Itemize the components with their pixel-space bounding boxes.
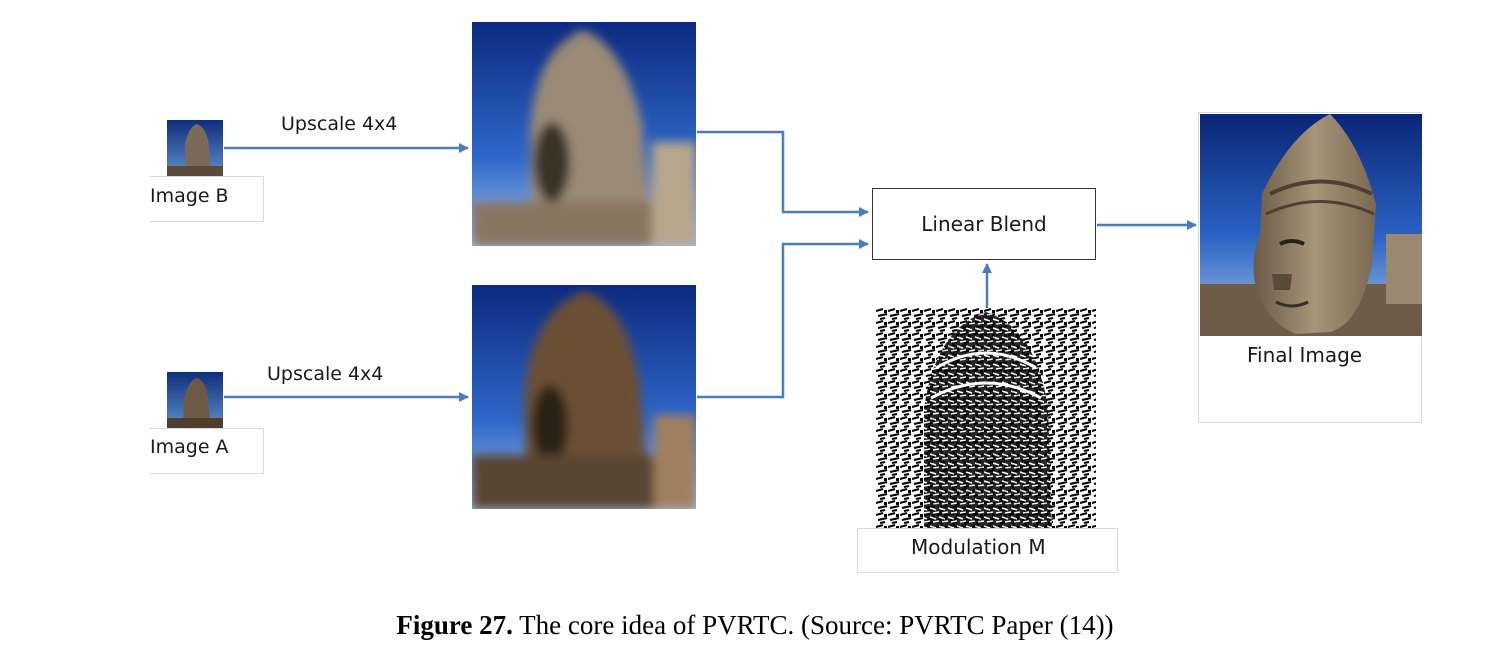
upscale-a-label: Upscale 4x4 <box>267 363 384 385</box>
upscale-b-label: Upscale 4x4 <box>281 113 398 135</box>
image-b-label-box <box>150 176 264 222</box>
final-image-label: Final Image <box>1247 343 1363 367</box>
figure-caption: Figure 27. The core idea of PVRTC. (Sour… <box>0 610 1510 641</box>
modulation-image <box>876 308 1096 528</box>
linear-blend-label: Linear Blend <box>921 212 1047 236</box>
image-a-thumbnail <box>167 372 223 428</box>
image-a-label-box <box>150 428 264 474</box>
final-image <box>1200 114 1422 336</box>
figure-caption-label: Figure 27. <box>396 610 513 640</box>
figure-caption-text: The core idea of PVRTC. (Source: PVRTC P… <box>512 610 1114 640</box>
image-a-label: Image A <box>150 436 229 458</box>
image-b-label: Image B <box>150 185 229 207</box>
upscaled-image-a <box>472 285 696 509</box>
modulation-label: Modulation M <box>911 535 1046 559</box>
arrow-a-to-blend <box>697 239 869 399</box>
image-b-thumbnail <box>167 120 223 176</box>
modulation-label-box <box>857 528 1118 573</box>
upscaled-image-b <box>472 22 696 246</box>
linear-blend-box: Linear Blend <box>872 188 1096 260</box>
arrow-b-to-blend <box>697 130 869 217</box>
